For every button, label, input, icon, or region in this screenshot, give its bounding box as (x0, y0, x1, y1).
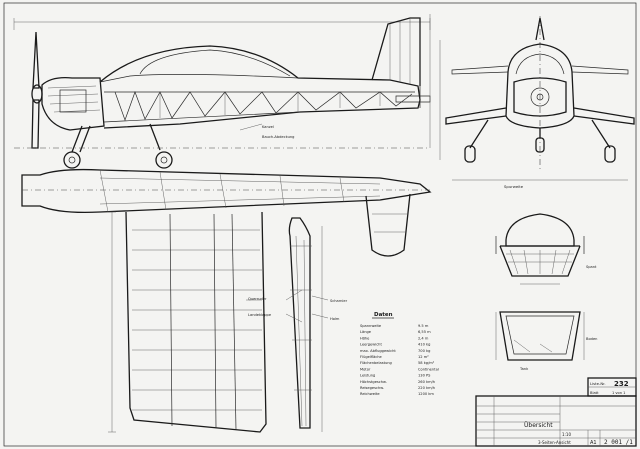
data-row-value: Continental (418, 367, 439, 371)
data-row-label: Flügelfläche (360, 355, 383, 359)
scale-value: 1:10 (562, 432, 571, 437)
frame-label: Spant (586, 265, 597, 269)
cockpit-label: Kanzel (262, 125, 274, 129)
data-row-value: 130 PS (418, 374, 431, 378)
front-width-label: Spurweite (504, 184, 524, 189)
spar-label: Holm (330, 317, 340, 321)
data-row-label: Leistung (360, 374, 375, 378)
drawing-title: Übersicht (524, 422, 553, 429)
title-block: Übersicht 3-Seiten-Ansicht 1:10 A1 2 001… (475, 395, 637, 447)
data-row-value: 12 m² (418, 355, 429, 359)
data-row-value: 58 kg/m² (418, 361, 435, 365)
data-row-value: 220 km/h (418, 386, 435, 390)
number-label: Liste-Nr. (590, 381, 606, 386)
data-row-value: 1200 km (418, 392, 434, 396)
side-view: Bauch-Abdeckung Kanzel (13, 14, 431, 169)
data-table-rows: Spannweite 9.5 m Länge 6,55 m Höhe 2,4 m Leerg… (360, 324, 439, 396)
bottom-label: Boden (586, 337, 597, 341)
data-row-value: 6,55 m (418, 330, 431, 334)
data-row-label: max. Abfluggewicht (360, 349, 396, 353)
data-row-value: 260 km/h (418, 380, 435, 384)
drawing-number: 2 001 /1 (604, 439, 633, 446)
sheet-border (3, 2, 637, 447)
data-table: Daten Spannweite 9.5 m Länge 6,55 m Höhe 2,4 … (360, 312, 439, 396)
data-row-label: Leergewicht (360, 343, 382, 347)
drawing-subtitle: 3-Seiten-Ansicht (538, 440, 571, 445)
data-table-title: Daten (374, 312, 393, 318)
aileron-label: Querruder (248, 297, 267, 301)
data-row-label: Höchstgeschw. (360, 380, 387, 384)
number-value: 232 (614, 380, 629, 388)
top-view (21, 168, 432, 433)
data-row-value: 9.5 m (418, 324, 429, 328)
tank-label: Tank (519, 367, 529, 371)
data-row-label: Höhe (360, 336, 370, 340)
sheet-value: 1 von 1 (612, 391, 625, 395)
data-row-value: 410 kg (418, 343, 430, 347)
data-row-label: Motor (360, 367, 371, 371)
format-value: A1 (590, 440, 597, 446)
wing-section-view: Querruder Landeklappe Scharnier Holm (248, 217, 348, 432)
hinge-label: Scharnier (330, 299, 348, 303)
flap-label: Landeklappe (248, 313, 272, 317)
data-row-label: Spannweite (360, 324, 382, 328)
data-row-label: Reisegeschw. (360, 386, 384, 390)
detail-floor-section: Boden Tank (495, 311, 597, 371)
side-view-note: Bauch-Abdeckung (262, 135, 294, 139)
data-row-label: Länge (360, 330, 372, 334)
detail-canopy-frame: Spant (495, 213, 597, 285)
data-row-label: Reichweite (360, 392, 380, 396)
data-row-label: Flächenbelastung (360, 361, 392, 365)
front-view: Spurweite (439, 16, 635, 189)
data-row-value: 700 kg (418, 349, 430, 353)
data-row-value: 2,4 m (418, 336, 429, 340)
number-stamp: Liste-Nr. 232 Blatt 1 von 1 (587, 377, 637, 397)
sheet-label: Blatt (590, 391, 599, 395)
